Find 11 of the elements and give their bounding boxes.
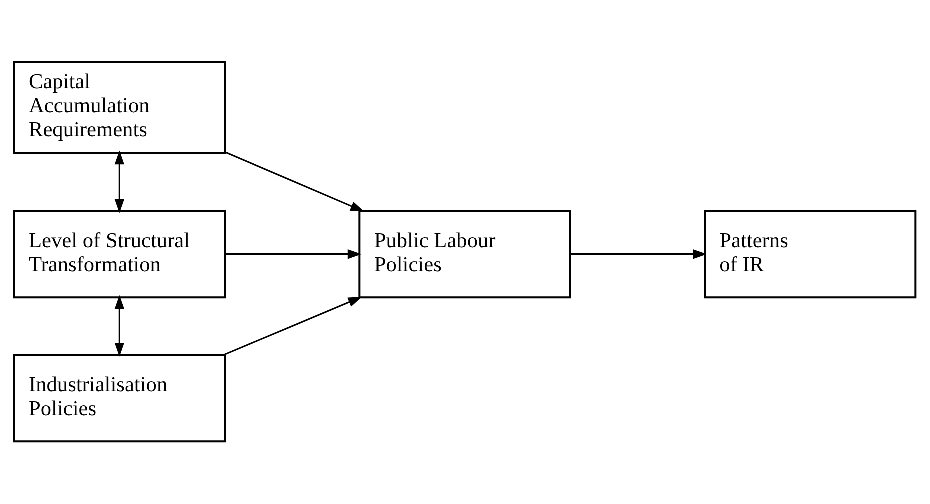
node-box: Capital Accumulation Requirements [13,61,226,154]
node-box: Public Labour Policies [358,210,572,299]
arrow [225,249,362,260]
arrow [114,150,125,214]
node-box: Patterns of IR [704,210,917,299]
arrow [114,295,125,357]
arrow [224,296,362,356]
arrow [224,152,365,212]
arrow [570,249,708,260]
node-box: Industrialisation Policies [13,354,226,443]
node-box: Level of Structural Transformation [13,210,226,299]
